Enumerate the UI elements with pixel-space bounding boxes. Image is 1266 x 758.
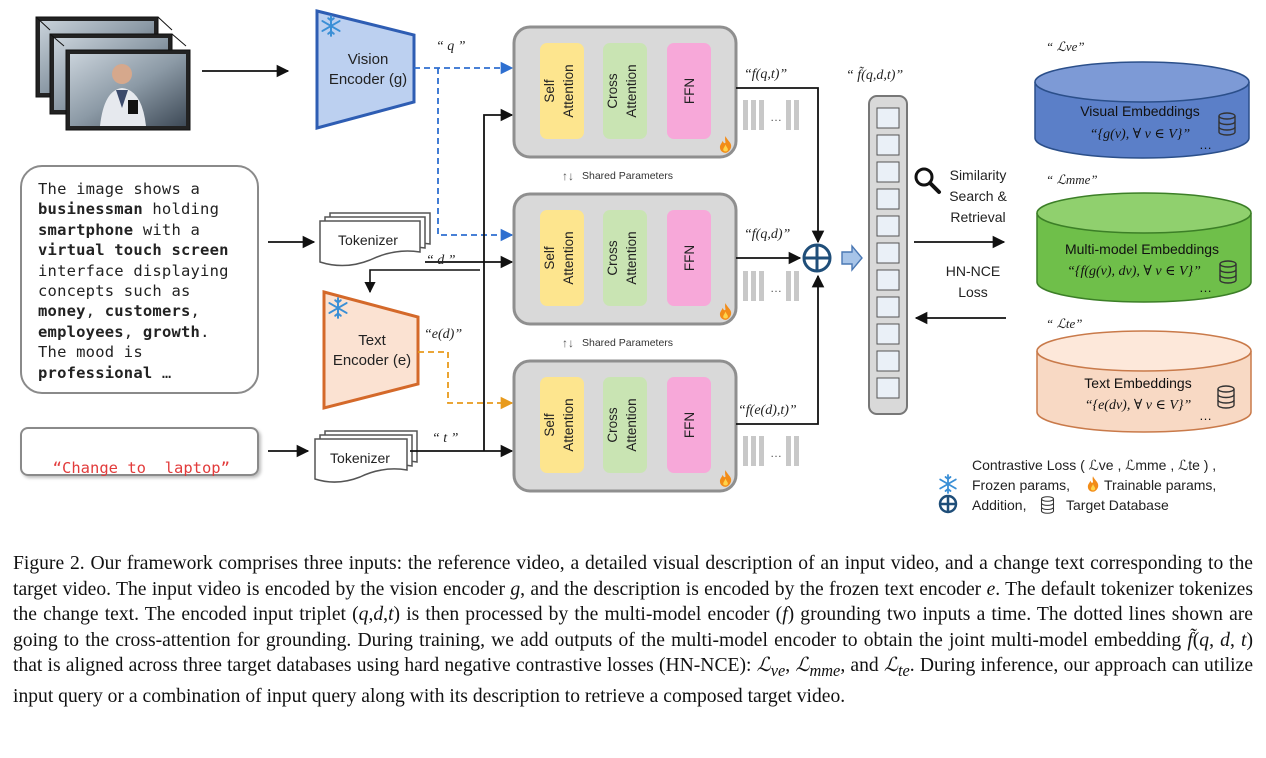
addition-icon — [802, 243, 832, 273]
svg-text:Tokenizer: Tokenizer — [338, 232, 398, 248]
figure-caption: Figure 2. Our framework comprises three … — [13, 553, 1254, 707]
block-arrow-icon — [841, 244, 863, 272]
output-label-qt: “f(q,t)” — [744, 67, 787, 82]
svg-text:Tokenizer: Tokenizer — [330, 450, 390, 466]
t-symbol: “ t ” — [432, 431, 459, 446]
visual-embeddings-database: Visual Embeddings “{g(v), ∀ v ∈ V}” … — [1034, 61, 1250, 159]
svg-text:“{e(dv), ∀ v ∈ V}”: “{e(dv), ∀ v ∈ V}” — [1085, 398, 1192, 413]
edt-to-addition — [736, 274, 825, 425]
shared-parameters-top: ↑↓ Shared Parameters — [562, 169, 673, 183]
change-text-box: “Change to laptop” — [20, 427, 259, 477]
token-ellipsis: … — [770, 446, 782, 460]
svg-text:…: … — [1199, 280, 1212, 295]
svg-text:Shared Parameters: Shared Parameters — [582, 170, 673, 182]
svg-text:Similarity: Similarity — [950, 167, 1007, 183]
multi-model-block-bottom — [512, 359, 738, 493]
ffn-label-bottom: FFN — [682, 412, 697, 438]
similarity-search-label: Similarity Search & Retrieval — [949, 167, 1007, 225]
q-to-middle-block-dashed — [437, 68, 514, 242]
svg-text:Encoder (g): Encoder (g) — [329, 71, 407, 88]
t-to-top-block — [483, 108, 514, 451]
d-symbol: “ d ” — [426, 253, 456, 268]
joint-embedding-vector — [868, 95, 908, 415]
svg-text:Trainable params,: Trainable params, — [1104, 477, 1216, 493]
joint-embedding-label: “ f̃(q,d,t)” — [846, 66, 903, 83]
text-encoder: Text Encoder (e) — [322, 290, 420, 410]
output-label-edt: “f(e(d),t)” — [738, 403, 797, 418]
shared-parameters-bottom: ↑↓ Shared Parameters — [562, 336, 673, 350]
svg-text:Search &: Search & — [949, 188, 1007, 204]
output-tokens — [743, 100, 799, 466]
svg-text:…: … — [1199, 137, 1212, 152]
svg-text:Frozen params,: Frozen params, — [972, 477, 1070, 493]
token-ellipsis: … — [770, 281, 782, 295]
svg-text:Shared Parameters: Shared Parameters — [582, 337, 673, 349]
qt-to-addition — [736, 87, 825, 244]
svg-text:↑↓: ↑↓ — [562, 169, 574, 183]
svg-text:Vision: Vision — [348, 51, 389, 68]
token-ellipsis: … — [770, 110, 782, 124]
svg-text:Text: Text — [358, 332, 386, 349]
loss-ve-label: “ ℒve” — [1046, 39, 1085, 54]
legend: Contrastive Loss ( ℒve , ℒmme , ℒte ) , … — [938, 457, 1216, 514]
vision-encoder: Vision Encoder (g) — [315, 9, 416, 130]
output-label-qd: “f(q,d)” — [744, 227, 791, 242]
svg-text:Retrieval: Retrieval — [950, 209, 1005, 225]
frozen-snowflake-icon — [939, 474, 957, 494]
multi-model-block-middle — [512, 192, 738, 326]
trainable-flame-icon — [1087, 476, 1099, 492]
svg-text:HN-NCE: HN-NCE — [946, 263, 1000, 279]
svg-text:Target Database: Target Database — [1066, 497, 1169, 513]
svg-text:“{f(g(v), dv), ∀ v ∈ V}”: “{f(g(v), dv), ∀ v ∈ V}” — [1067, 264, 1201, 279]
change-text: “Change to laptop” — [52, 459, 230, 477]
ed-to-bottom-block-dashed — [418, 351, 514, 410]
svg-text:Contrastive Loss ( ℒve , ℒmme: Contrastive Loss ( ℒve , ℒmme , ℒte ) , — [972, 457, 1216, 473]
tokenizer-top: Tokenizer — [319, 212, 431, 267]
q-symbol: “ q ” — [436, 39, 466, 54]
tokenizer-bottom: Tokenizer — [314, 430, 418, 483]
text-embeddings-database: Text Embeddings “{e(dv), ∀ v ∈ V}” … — [1036, 330, 1252, 433]
search-icon — [914, 167, 941, 194]
hn-nce-loss-label: HN-NCE Loss — [946, 263, 1000, 300]
svg-text:Loss: Loss — [958, 284, 988, 300]
svg-text:Addition,: Addition, — [972, 497, 1026, 513]
ed-symbol: “e(d)” — [424, 327, 462, 342]
multi-model-block-top — [512, 25, 738, 159]
addition-icon — [938, 494, 958, 514]
loss-mme-label: “ ℒmme” — [1046, 172, 1098, 187]
d-to-text-encoder-arrow — [364, 269, 480, 294]
database-icon — [1040, 496, 1055, 514]
reference-video-frames — [35, 16, 191, 131]
visual-description-box: The image shows a businessman holding sm… — [20, 165, 259, 394]
svg-text:“{g(v), ∀ v ∈ V}”: “{g(v), ∀ v ∈ V}” — [1090, 127, 1191, 142]
framework-diagram: Vision Encoder (g) Text Encoder (e) Toke… — [35, 9, 1252, 514]
loss-te-label: “ ℒte” — [1046, 316, 1082, 331]
description-text: The image shows a businessman holding sm… — [38, 180, 229, 382]
svg-text:Visual Embeddings: Visual Embeddings — [1080, 103, 1200, 119]
ffn-label-middle: FFN — [682, 245, 697, 271]
svg-text:Multi-model Embeddings: Multi-model Embeddings — [1065, 241, 1219, 257]
svg-text:Text Embeddings: Text Embeddings — [1084, 375, 1191, 391]
ffn-label-top: FFN — [682, 78, 697, 104]
svg-text:Encoder (e): Encoder (e) — [333, 352, 411, 369]
svg-text:…: … — [1199, 408, 1212, 423]
multi-model-embeddings-database: Multi-model Embeddings “{f(g(v), dv), ∀ … — [1036, 192, 1252, 303]
svg-text:↑↓: ↑↓ — [562, 336, 574, 350]
